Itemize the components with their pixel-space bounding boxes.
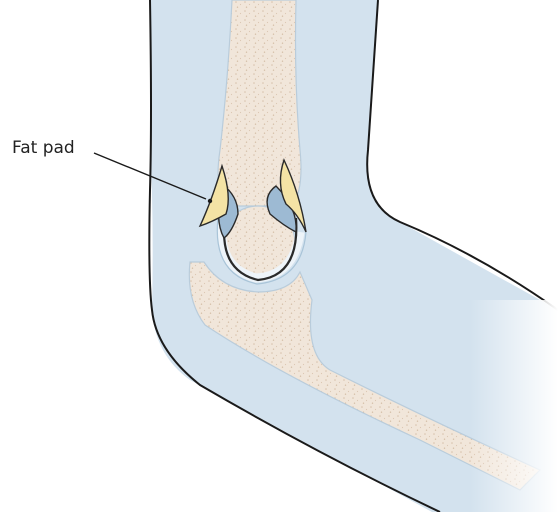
fat-pad-label: Fat pad: [12, 140, 75, 157]
fat-pad-leader-dot: [208, 199, 212, 203]
right-fade: [470, 300, 558, 512]
